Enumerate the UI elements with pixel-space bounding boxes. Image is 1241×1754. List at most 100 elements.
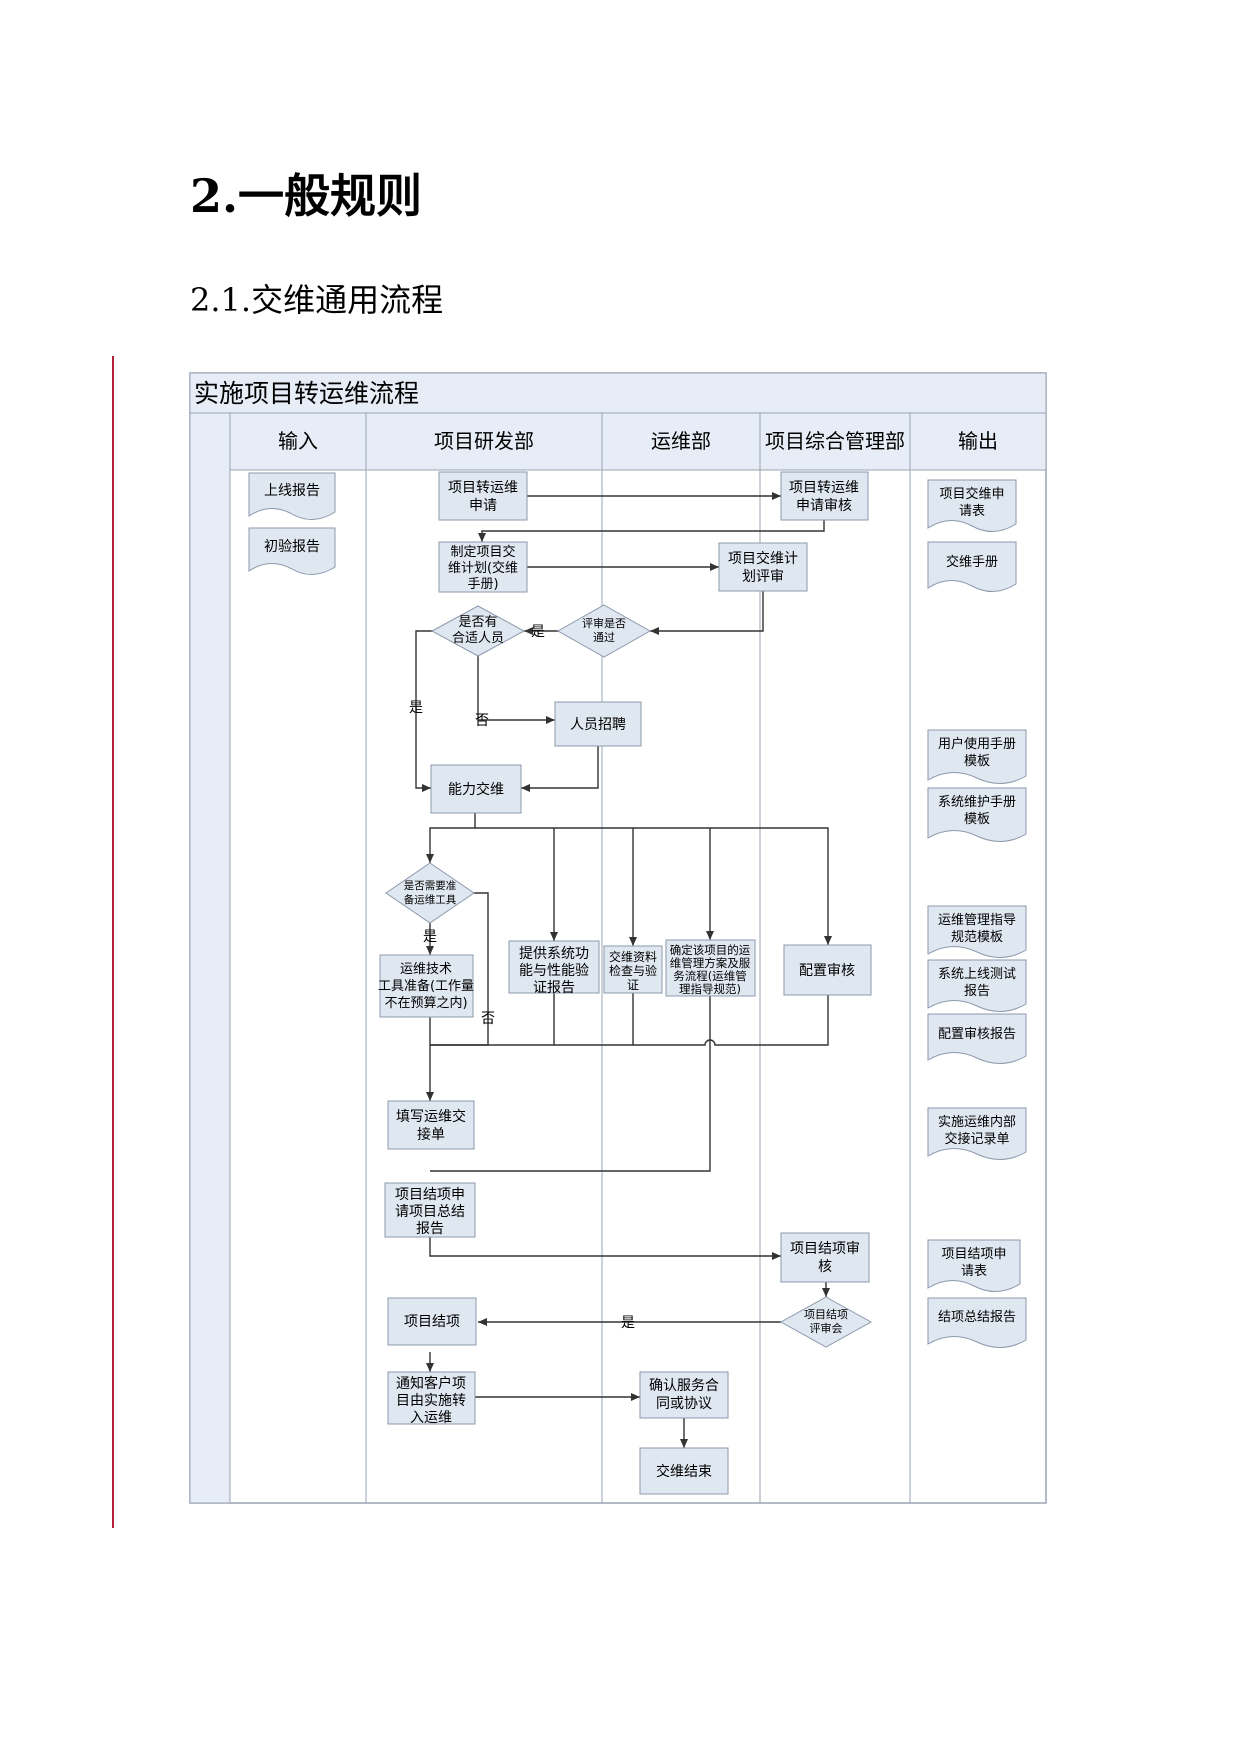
svg-text:项目结项申: 项目结项申 [395,1187,465,1203]
process-apply: 项目转运维 申请 [438,471,528,521]
diagram-title-bar [189,372,1047,414]
svg-text:交维结束: 交维结束 [656,1463,712,1480]
decision-review-pass: 评审是否 通过 [556,604,652,658]
svg-text:备运维工具: 备运维工具 [404,893,457,906]
svg-text:制定项目交: 制定项目交 [450,544,515,560]
svg-text:务流程(运维管: 务流程(运维管 [673,969,747,983]
svg-text:项目转运维: 项目转运维 [789,480,859,496]
process-fill-form: 填写运维交 接单 [387,1100,475,1150]
svg-text:确定该项目的运: 确定该项目的运 [670,943,751,957]
svg-text:配置审核报告: 配置审核报告 [938,1027,1016,1042]
process-doc-check: 交维资料 检查与验 证 [603,945,663,994]
svg-text:上线报告: 上线报告 [264,483,320,499]
svg-text:合适人员: 合适人员 [452,631,504,646]
svg-text:证报告: 证报告 [533,980,575,996]
svg-text:项目结项: 项目结项 [804,1308,848,1321]
svg-text:项目转运维: 项目转运维 [448,480,518,496]
process-capability: 能力交维 [430,764,522,814]
output-doc-handover-manual: 交维手册 [927,541,1017,592]
label-meeting-yes: 是 [621,1315,635,1331]
svg-text:人员招聘: 人员招聘 [570,717,626,733]
svg-text:是否有: 是否有 [458,615,497,630]
svg-text:证: 证 [627,978,639,992]
svg-text:交接记录单: 交接记录单 [944,1131,1009,1147]
svg-text:模板: 模板 [964,754,990,769]
decision-need-tools: 是否需要准 备运维工具 [385,862,475,924]
subheading-text: 交维通用流程 [251,281,444,319]
svg-text:项目交维申: 项目交维申 [939,486,1004,502]
svg-text:请项目总结: 请项目总结 [395,1204,465,1220]
svg-text:项目结项审: 项目结项审 [790,1241,860,1257]
svg-text:提供系统功: 提供系统功 [519,946,589,962]
svg-text:报告: 报告 [964,984,990,999]
svg-text:项目交维计: 项目交维计 [728,550,798,567]
process-func-report: 提供系统功 能与性能验 证报告 [508,940,600,996]
svg-text:系统维护手册: 系统维护手册 [938,795,1016,810]
process-apply-review: 项目转运维 申请审核 [780,471,869,521]
output-doc-config-report: 配置审核报告 [927,1013,1027,1064]
svg-text:通过: 通过 [593,631,615,644]
label-tools-no: 否 [481,1011,495,1027]
process-plan-review: 项目交维计 划评审 [718,542,808,592]
lane-header-mgmt: 项目综合管理部 [765,429,905,453]
svg-text:入运维: 入运维 [410,1410,452,1426]
lane-header-ops: 运维部 [651,429,711,453]
heading-text: 一般规则 [238,169,423,223]
label-staff-yes: 是 [409,700,423,716]
svg-text:接单: 接单 [417,1126,445,1143]
output-doc-user-manual: 用户使用手册 模板 [927,729,1027,784]
svg-text:目由实施转: 目由实施转 [396,1393,466,1409]
label-staff-no: 否 [475,713,489,729]
svg-text:评审是否: 评审是否 [582,616,626,630]
svg-text:核: 核 [818,1259,832,1275]
svg-text:申请: 申请 [469,498,497,514]
svg-text:用户使用手册: 用户使用手册 [938,736,1016,752]
diagram-title: 实施项目转运维流程 [194,379,419,408]
process-confirm-contract: 确认服务合 同或协议 [639,1371,729,1419]
side-bar [189,412,231,1504]
svg-text:项目结项: 项目结项 [404,1314,460,1330]
lane-header-output: 输出 [958,429,998,453]
lane-header-rd: 项目研发部 [434,429,534,453]
process-closure: 项目结项 [387,1297,477,1346]
svg-text:工具准备(工作量: 工具准备(工作量 [378,978,474,994]
output-doc-internal-record: 实施运维内部 交接记录单 [927,1107,1027,1160]
lane-header-input: 输入 [278,429,318,453]
heading-number: 2. [190,169,239,223]
output-doc-test-report: 系统上线测试 报告 [927,959,1027,1012]
svg-text:能与性能验: 能与性能验 [519,963,589,979]
svg-text:填写运维交: 填写运维交 [396,1108,466,1125]
decision-has-staff: 是否有 合适人员 [430,605,526,657]
svg-text:系统上线测试: 系统上线测试 [938,967,1016,982]
input-doc-launch-report: 上线报告 [248,472,336,520]
svg-text:运维管理指导: 运维管理指导 [938,913,1016,928]
svg-text:划评审: 划评审 [742,569,784,585]
svg-text:请表: 请表 [959,504,985,519]
output-doc-closure-form: 项目结项申 请表 [927,1239,1021,1292]
input-doc-initial-report: 初验报告 [248,527,336,575]
svg-text:申请审核: 申请审核 [796,498,852,514]
process-make-plan: 制定项目交 维计划(交维 手册) [438,541,528,593]
svg-text:维计划(交维: 维计划(交维 [448,560,518,576]
svg-text:评审会: 评审会 [810,1321,843,1335]
svg-text:交维手册: 交维手册 [946,554,998,570]
svg-text:规范模板: 规范模板 [951,930,1003,945]
process-closure-apply: 项目结项申 请项目总结 报告 [384,1182,476,1238]
svg-text:不在预算之内): 不在预算之内) [384,995,467,1011]
page-heading: 2.一般规则 [190,160,422,226]
svg-text:报告: 报告 [416,1221,444,1237]
svg-text:结项总结报告: 结项总结报告 [938,1310,1016,1325]
process-closure-review: 项目结项审 核 [780,1232,870,1283]
subheading-number: 2.1. [190,281,252,319]
svg-text:初验报告: 初验报告 [264,538,320,555]
output-doc-closure-summary: 结项总结报告 [927,1297,1027,1348]
svg-text:确认服务合: 确认服务合 [649,1378,719,1394]
svg-text:能力交维: 能力交维 [448,781,504,798]
connectors [415,492,832,1448]
svg-text:手册): 手册) [467,577,498,592]
svg-text:理指导规范): 理指导规范) [679,982,741,996]
page-subheading: 2.1.交维通用流程 [190,275,443,321]
process-service-plan: 确定该项目的运 维管理方案及服 务流程(运维管 理指导规范) [665,939,756,997]
margin-line [112,356,114,1528]
svg-text:请表: 请表 [961,1264,987,1279]
